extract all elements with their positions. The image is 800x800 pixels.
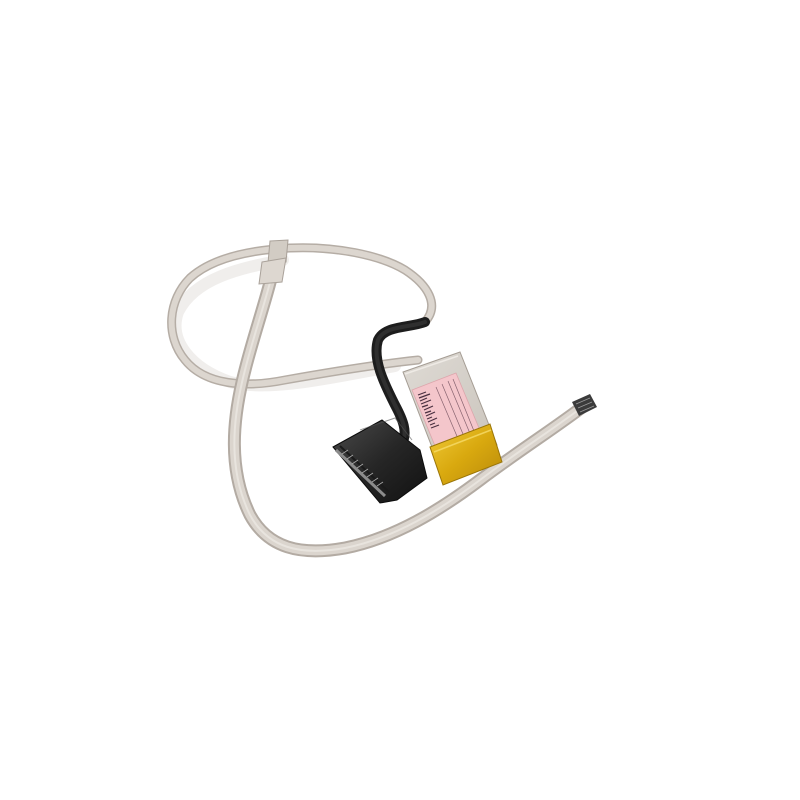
flat-ribbon-cable [227, 241, 592, 558]
cable-loop-wire [167, 243, 437, 389]
cable-clip-tab [258, 239, 289, 285]
lvds-connector [332, 417, 428, 504]
barcode-lines [417, 391, 440, 429]
cable-shadow [169, 254, 401, 392]
kapton-tape [429, 423, 503, 486]
connector-pins [341, 449, 384, 487]
dark-cable [371, 317, 430, 449]
right-connector-tip [572, 394, 597, 416]
